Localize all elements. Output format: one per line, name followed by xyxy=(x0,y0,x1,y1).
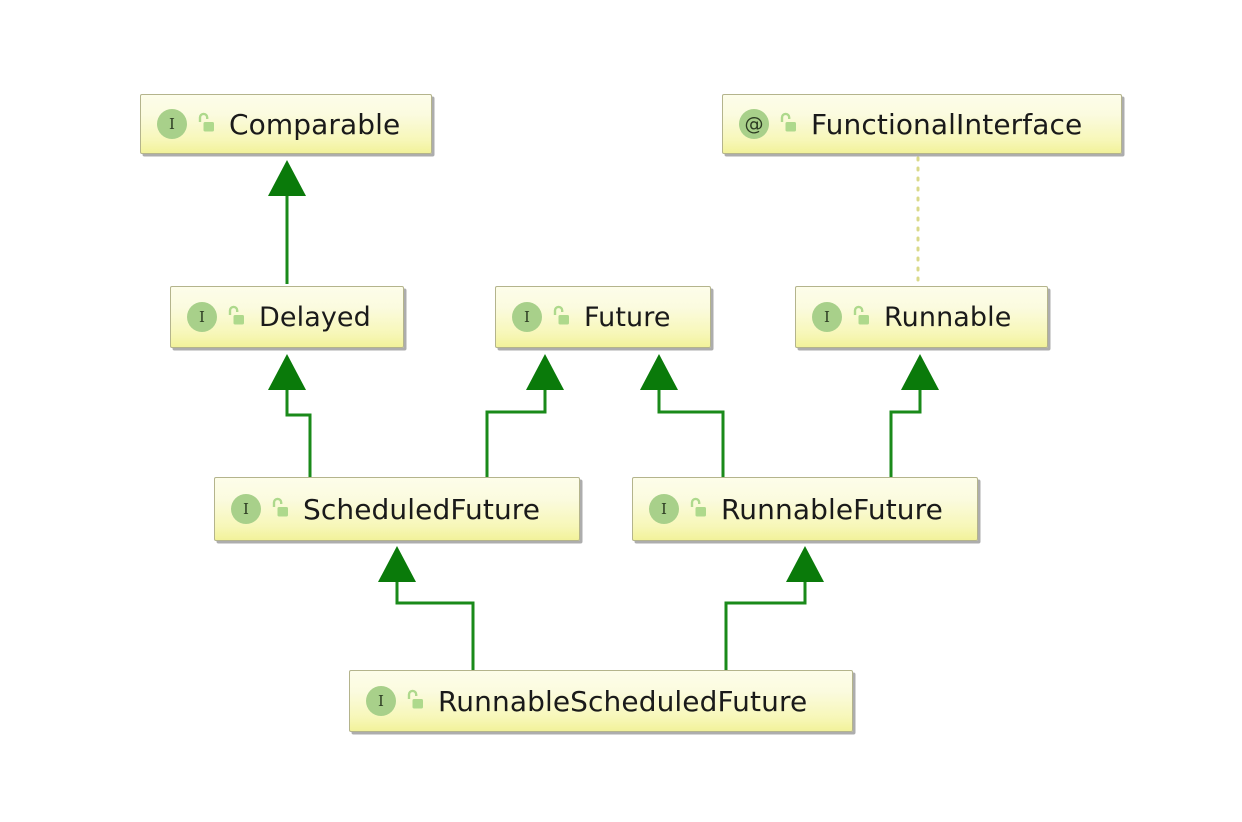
interface-stereotype-icon: I xyxy=(812,302,842,332)
edge-scheduledfuture-to-delayed xyxy=(268,354,312,477)
edge-delayed-to-comparable xyxy=(268,160,306,284)
uml-node-scheduledfuture[interactable]: I ScheduledFuture xyxy=(214,477,580,541)
uml-node-delayed[interactable]: I Delayed xyxy=(170,286,404,348)
edge-runnablefuture-to-runnable xyxy=(889,354,939,477)
uml-node-title: Delayed xyxy=(259,301,371,333)
uml-node-title: Runnable xyxy=(884,301,1012,333)
edge-runnablescheduledfuture-to-scheduledfuture xyxy=(378,546,475,670)
unlocked-padlock-icon xyxy=(404,688,426,714)
uml-node-title: FunctionalInterface xyxy=(811,107,1083,141)
edge-runnablefuture-to-future xyxy=(640,354,725,477)
uml-node-title: ScheduledFuture xyxy=(303,492,541,526)
uml-node-comparable[interactable]: I Comparable xyxy=(140,94,432,154)
uml-node-title: Comparable xyxy=(229,107,401,141)
uml-node-future[interactable]: I Future xyxy=(495,286,711,348)
unlocked-padlock-icon xyxy=(269,496,291,522)
interface-stereotype-icon: I xyxy=(187,302,217,332)
interface-stereotype-icon: I xyxy=(649,494,679,524)
unlocked-padlock-icon xyxy=(550,304,572,330)
uml-node-runnable[interactable]: I Runnable xyxy=(795,286,1048,348)
uml-node-title: RunnableScheduledFuture xyxy=(438,684,808,718)
edge-runnablescheduledfuture-to-runnablefuture xyxy=(724,546,824,670)
uml-node-functionalinterface[interactable]: @ FunctionalInterface xyxy=(722,94,1122,154)
uml-node-runnablefuture[interactable]: I RunnableFuture xyxy=(632,477,978,541)
annotation-stereotype-icon: @ xyxy=(739,109,769,139)
uml-node-runnablescheduledfuture[interactable]: I RunnableScheduledFuture xyxy=(349,670,853,732)
unlocked-padlock-icon xyxy=(777,111,799,137)
uml-node-title: RunnableFuture xyxy=(721,492,943,526)
unlocked-padlock-icon xyxy=(225,304,247,330)
edge-scheduledfuture-to-future xyxy=(485,354,564,477)
interface-stereotype-icon: I xyxy=(231,494,261,524)
interface-stereotype-icon: I xyxy=(512,302,542,332)
uml-node-title: Future xyxy=(584,301,671,333)
unlocked-padlock-icon xyxy=(850,304,872,330)
interface-stereotype-icon: I xyxy=(366,686,396,716)
interface-stereotype-icon: I xyxy=(157,109,187,139)
unlocked-padlock-icon xyxy=(195,111,217,137)
unlocked-padlock-icon xyxy=(687,496,709,522)
